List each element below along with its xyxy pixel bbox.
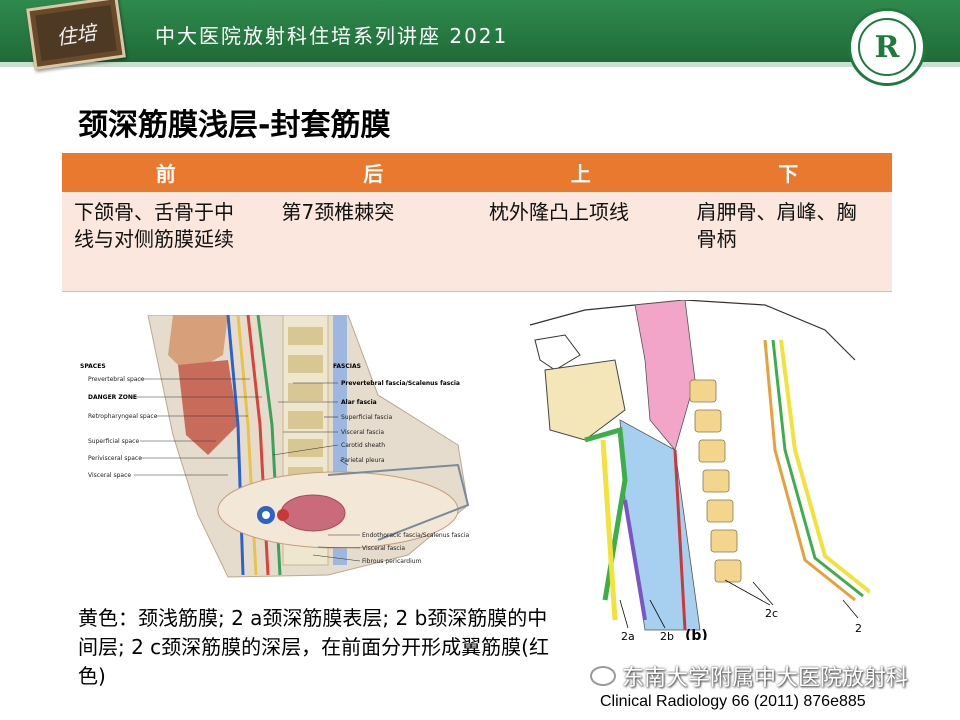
logo-letter: R	[874, 29, 900, 65]
badge-text: 住培	[54, 19, 98, 50]
diagram-label: 2b	[660, 630, 674, 640]
table-header-row: 前 后 上 下	[62, 153, 892, 192]
cell-text: 枕外隆凸上项线	[489, 200, 629, 224]
fascia-label: Endothoracic fascia/Scalenus fascia	[362, 532, 469, 539]
watermark-text: 东南大学附属中大医院放射科	[622, 666, 909, 691]
table-cell: 枕外隆凸上项线	[477, 192, 685, 292]
logo-ring: R	[858, 18, 916, 76]
table-header-cell: 后	[269, 153, 477, 192]
figure-caption: 黄色：颈浅筋膜; 2 a颈深筋膜表层; 2 b颈深筋膜的中间层; 2 c颈深筋膜…	[78, 606, 549, 688]
header-band	[0, 0, 960, 62]
diagram-label: 2	[855, 622, 862, 635]
table-cell: 第7颈椎棘突	[269, 192, 477, 292]
fascias-heading: FASCIAS	[333, 363, 361, 370]
spaces-heading: SPACES	[80, 363, 106, 370]
fascia-label: Fibrous pericardium	[362, 558, 422, 565]
fascia-label: Visceral fascia	[341, 429, 384, 436]
space-label: DANGER ZONE	[88, 394, 137, 401]
wechat-icon	[590, 666, 616, 686]
table-header-cell: 前	[62, 153, 270, 192]
diagram-label: 2c	[765, 607, 778, 620]
header-title: 中大医院放射科住培系列讲座 2021	[155, 24, 509, 48]
panel-label: (b)	[685, 628, 708, 640]
cell-text: 肩胛骨、肩峰、胸骨柄	[696, 200, 857, 251]
fascia-label: Prevertebral fascia/Scalenus fascia	[341, 380, 460, 387]
cell-text: 第7颈椎棘突	[281, 200, 395, 224]
space-label: Prevertebral space	[88, 376, 145, 383]
space-label: Superficial space	[88, 438, 139, 445]
sagittal-neck-diagram: 2c 2 2a 2b (b)	[525, 300, 870, 640]
space-label: Retropharyngeal space	[88, 413, 158, 420]
fascia-label: Carotid sheath	[341, 442, 385, 449]
fascia-label: Alar fascia	[341, 399, 377, 406]
hospital-logo: R	[848, 8, 926, 86]
slide-title: 颈深筋膜浅层-封套筋膜	[78, 108, 391, 143]
fascia-attachment-table: 前 后 上 下 下颌骨、舌骨于中线与对侧筋膜延续 第7颈椎棘突 枕外隆凸上项线 …	[62, 153, 892, 292]
table-header-cell: 下	[684, 153, 892, 192]
space-label: Visceral space	[88, 472, 131, 479]
space-label: Perivisceral space	[88, 455, 142, 462]
table-cell: 肩胛骨、肩峰、胸骨柄	[684, 192, 892, 292]
watermark: 东南大学附属中大医院放射科	[590, 660, 908, 692]
fascia-label: Parietal pleura	[341, 457, 385, 464]
citation: Clinical Radiology 66 (2011) 876e885	[600, 693, 866, 710]
cell-text: 下颌骨、舌骨于中线与对侧筋膜延续	[74, 200, 234, 251]
header-divider	[0, 62, 960, 67]
table-header-cell: 上	[477, 153, 685, 192]
diagram-label: 2a	[621, 630, 635, 640]
neck-fascia-illustration: SPACES Prevertebral space DANGER ZONE Re…	[78, 315, 478, 585]
table-row: 下颌骨、舌骨于中线与对侧筋膜延续 第7颈椎棘突 枕外隆凸上项线 肩胛骨、肩峰、胸…	[62, 192, 892, 292]
fascia-label: Visceral fascia	[362, 545, 405, 552]
table-cell: 下颌骨、舌骨于中线与对侧筋膜延续	[62, 192, 270, 292]
fascia-label: Superficial fascia	[341, 414, 392, 421]
